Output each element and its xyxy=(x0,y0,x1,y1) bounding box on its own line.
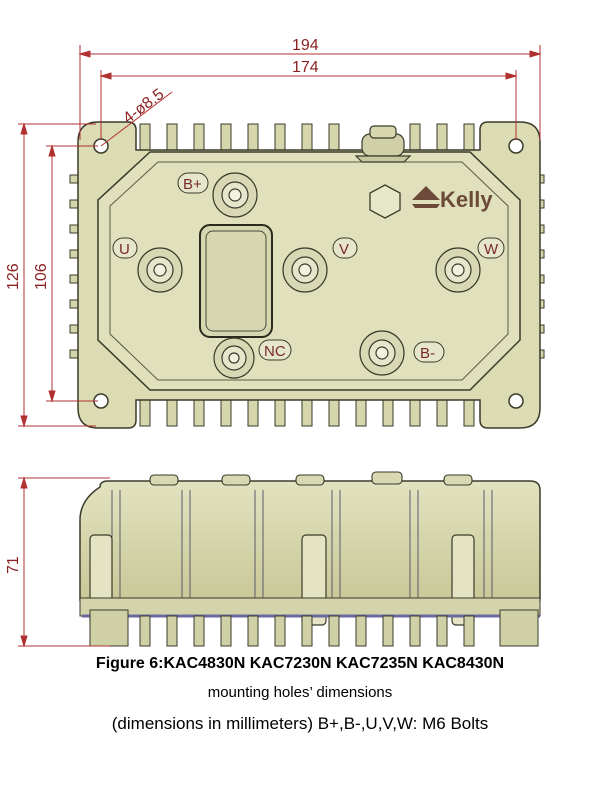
top-view: Kelly xyxy=(69,121,545,429)
top-connector-gland xyxy=(354,125,412,163)
label-v: V xyxy=(339,241,349,258)
terminal-posts xyxy=(137,172,481,379)
display-window xyxy=(199,224,273,338)
side-ribs xyxy=(111,490,493,598)
label-w: W xyxy=(484,241,499,258)
terminal-b-plus-post xyxy=(212,172,258,218)
terminal-v-post xyxy=(282,247,328,293)
terminal-nc-post xyxy=(213,337,255,379)
dim-hole-spacing-width: 174 xyxy=(292,59,319,76)
units-note: (dimensions in millimeters) B+,B-,U,V,W:… xyxy=(111,714,489,733)
terminal-labels xyxy=(112,172,505,363)
dim-side-height: 71 xyxy=(5,556,22,574)
dim-overall-height: 126 xyxy=(5,263,22,290)
label-b-plus: B+ xyxy=(183,176,202,193)
base-shadow xyxy=(79,597,541,617)
dim-hole-callout: 4-ø8.5 xyxy=(120,86,167,127)
logo-text: Kelly xyxy=(440,187,493,212)
side-bottom-fins xyxy=(89,609,539,647)
hex-plug xyxy=(369,184,401,219)
label-u: U xyxy=(119,241,130,258)
side-dimension xyxy=(18,476,110,648)
mounting-hole-bottom-right xyxy=(508,393,524,409)
dim-overall-width: 194 xyxy=(292,37,319,54)
mounting-holes xyxy=(93,138,524,409)
figure-subtitle: mounting holes’ dimensions xyxy=(207,684,393,701)
label-nc: NC xyxy=(264,343,286,360)
dim-hole-spacing-height: 106 xyxy=(33,263,50,290)
figure-caption: Figure 6:KAC4830N KAC7230N KAC7235N KAC8… xyxy=(95,655,505,672)
kelly-logo: Kelly xyxy=(412,186,493,212)
label-b-minus: B- xyxy=(420,345,435,362)
side-view xyxy=(79,471,541,647)
mounting-hole-top-right xyxy=(508,138,524,154)
terminal-w-post xyxy=(435,247,481,293)
controller-drawing: Kelly xyxy=(5,37,545,648)
terminal-u-post xyxy=(137,247,183,293)
top-dimensions xyxy=(18,45,542,428)
top-cooling-fins xyxy=(139,123,475,155)
terminal-b-minus-post xyxy=(359,330,405,376)
